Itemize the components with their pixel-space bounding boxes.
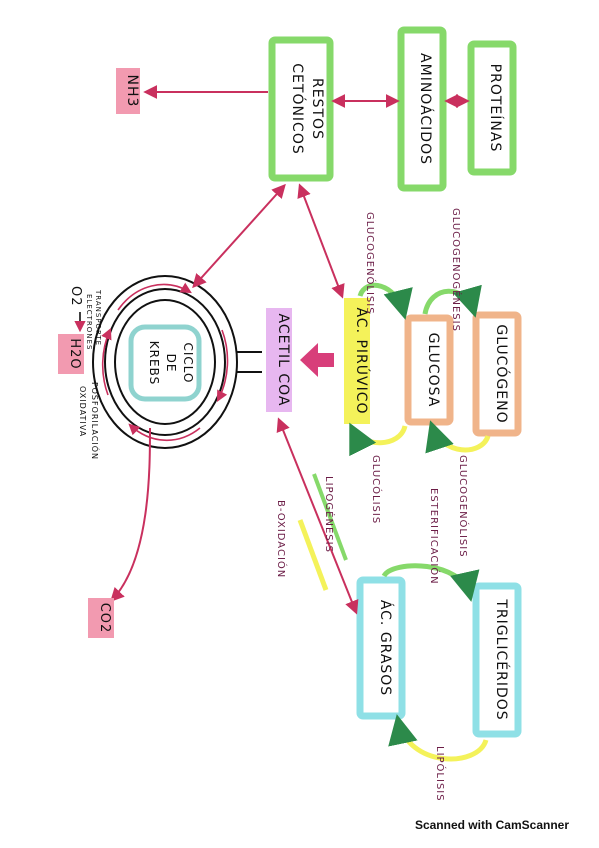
nh3-label: NH3 xyxy=(116,68,140,114)
glucosa-box: GLUCOSA xyxy=(404,314,454,426)
arrow-glucogenolisis xyxy=(357,282,413,320)
nh3-text: NH3 xyxy=(124,75,140,108)
ac-grasos-label: ÁC. GRASOS xyxy=(377,600,394,696)
trigliceridos-box: TRIGLICÉRIDOS xyxy=(472,582,522,738)
arrow-glucogenogenesis xyxy=(422,284,482,318)
krebs-line1: CICLO xyxy=(181,343,195,384)
h2o-text: H2O xyxy=(67,338,82,369)
glucogenogenesis-label: GLUCOGENOGÉNESIS xyxy=(450,208,463,332)
arrow-glucogenolisis-2 xyxy=(425,420,491,454)
aminoacidos-label: AMINOÁCIDOS xyxy=(417,53,434,165)
arrow-krebs-co2 xyxy=(110,427,151,603)
fosforilacion-line1: FOSFORILACIÓN xyxy=(90,382,101,460)
arrow-lipolisis xyxy=(388,714,489,762)
ac-piruvico-box: ÁC. PIRÚVICO xyxy=(344,298,371,424)
lipolisis-label: LIPÓLISIS xyxy=(434,746,447,802)
restos-cetonicos-line2: CETÓNICOS xyxy=(289,63,307,154)
acetil-coa-box: ACETIL COA xyxy=(266,308,292,412)
proteinas-box: PROTEÍNAS xyxy=(467,40,517,176)
transporte-line2: ELECTRONES xyxy=(85,294,93,350)
glucolisis-label: GLUCÓLISIS xyxy=(370,455,383,524)
fosforilacion-line2: OXIDATIVA xyxy=(78,386,87,437)
co2-label: CO2 xyxy=(88,598,114,638)
arrow-glucolisis xyxy=(349,422,408,457)
krebs-cycle: CICLO DE KREBS xyxy=(92,275,238,449)
glucosa-label: GLUCOSA xyxy=(425,333,441,408)
ac-grasos-box: ÁC. GRASOS xyxy=(356,576,406,720)
esterificacion-label: ESTERIFICACIÓN xyxy=(428,488,441,585)
scanner-watermark: Scanned with CamScanner xyxy=(414,818,569,832)
glucogenolisis-label: GLUCOGENÓLISIS xyxy=(364,212,377,315)
b-oxidacion-label: B-OXIDACIÓN xyxy=(275,500,288,578)
h2o-label: H2O xyxy=(58,334,84,374)
arrow-esterificacion xyxy=(381,563,480,602)
lipogenesis-label: LIPOGÉNESIS xyxy=(323,476,336,553)
co2-text: CO2 xyxy=(97,603,112,634)
arrow-restos-piruvico xyxy=(297,183,345,299)
o2-label: O2 xyxy=(68,286,83,307)
acetil-coa-label: ACETIL COA xyxy=(275,313,291,406)
arrow-acetil-grasos xyxy=(276,417,359,615)
proteinas-label: PROTEÍNAS xyxy=(487,64,504,153)
trigliceridos-label: TRIGLICÉRIDOS xyxy=(493,598,510,720)
arrow-piruvico-acetil xyxy=(300,343,334,377)
krebs-line2: DE xyxy=(164,354,178,373)
glucogeno-label: GLUCÓGENO xyxy=(493,324,511,423)
arrow-restos-krebs xyxy=(192,183,286,289)
glucogenolisis-2-label: GLUCOGENÓLISIS xyxy=(457,455,470,558)
aminoacidos-box: AMINOÁCIDOS xyxy=(397,26,447,192)
restos-cetonicos-line1: RESTOS xyxy=(309,78,325,140)
restos-cetonicos-box: RESTOS CETÓNICOS xyxy=(268,36,334,182)
ac-piruvico-label: ÁC. PIRÚVICO xyxy=(353,307,371,414)
glucogeno-box: GLUCÓGENO xyxy=(472,311,522,437)
krebs-line3: KREBS xyxy=(147,341,161,385)
transporte-line1: TRANSPORTE xyxy=(94,289,102,346)
